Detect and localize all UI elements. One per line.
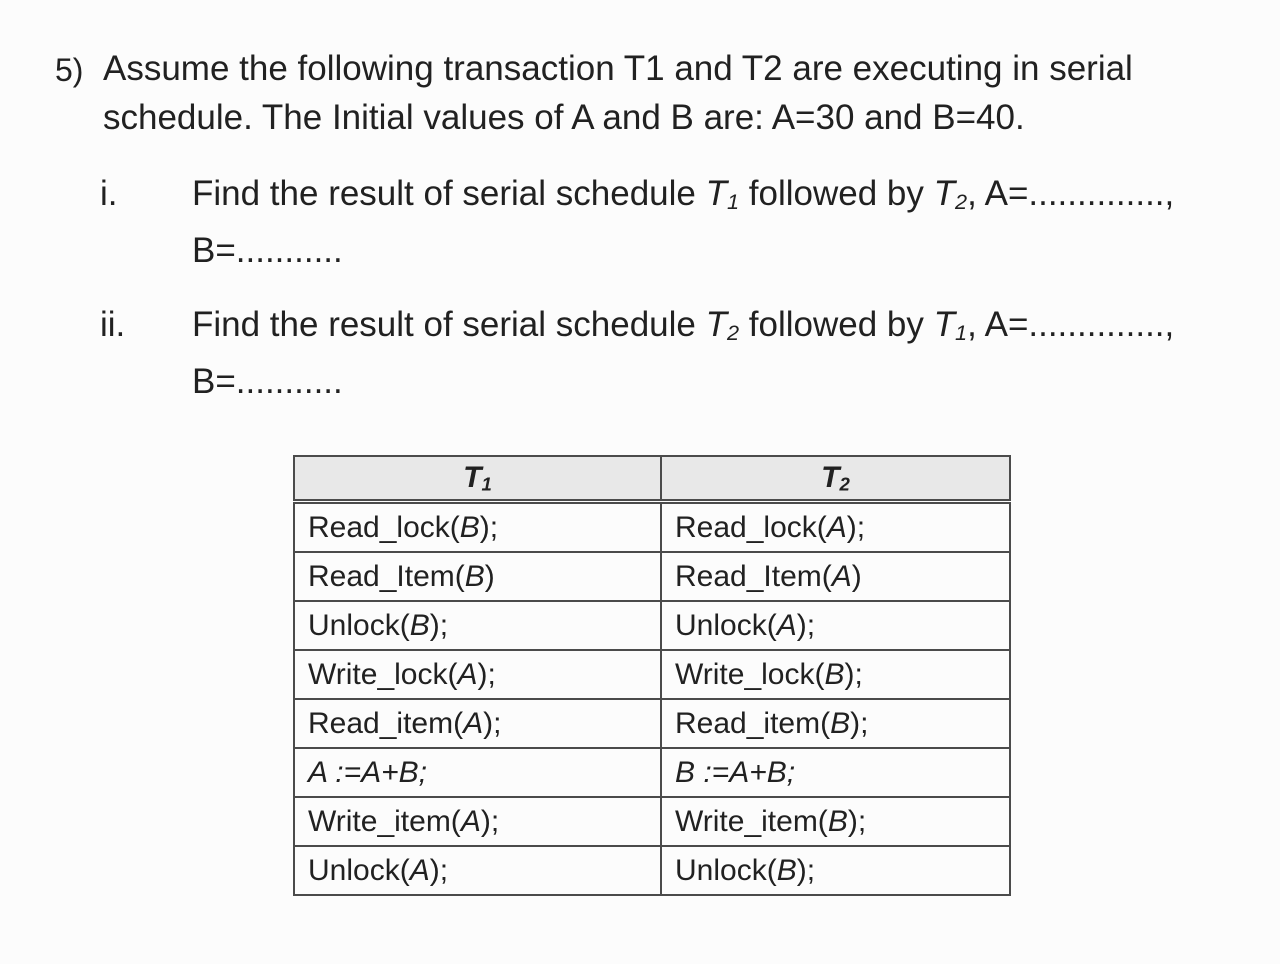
question-text-line-1: Assume the following transaction T1 and …: [103, 49, 1133, 88]
t1-cell: Read_lock(B);: [293, 500, 662, 553]
t2-cell: Unlock(A);: [660, 600, 1011, 651]
t2-cell: Read_item(B);: [660, 698, 1011, 749]
answer-blank-b: B=...........: [192, 230, 343, 270]
t-symbol: T: [705, 305, 727, 344]
question-text-line-2: schedule. The Initial values of A and B …: [103, 98, 1025, 137]
t1-cell: Write_item(A);: [293, 796, 662, 847]
subquestion-i-line-1: Find the result of serial schedule T1 fo…: [192, 174, 1175, 214]
table-header-row: T1 T2: [293, 455, 1011, 504]
t1-cell: Write_lock(A);: [293, 649, 662, 700]
t1-cell: Read_item(A);: [293, 698, 662, 749]
schedule-table: T1 T2 Read_lock(B); Read_lock(A); Read_I…: [293, 455, 1011, 896]
table-row: Read_lock(B); Read_lock(A);: [293, 500, 1011, 553]
subquestion-ii-line-1: Find the result of serial schedule T2 fo…: [192, 305, 1175, 345]
t2-cell: Write_lock(B);: [660, 649, 1011, 700]
table-row: Write_lock(A); Write_lock(B);: [293, 649, 1011, 700]
t1-column-header: T1: [293, 455, 662, 504]
t-symbol: T: [933, 305, 956, 344]
t2-cell: Read_lock(A);: [660, 500, 1011, 553]
t-subscript: 2: [839, 473, 850, 495]
t-symbol: T: [933, 174, 956, 213]
subquestion-i: i. Find the result of serial schedule T1…: [100, 169, 1174, 275]
t1-cell: Unlock(B);: [293, 600, 662, 651]
t-subscript: 1: [481, 473, 492, 495]
answer-blank-a: , A=..............,: [967, 174, 1175, 213]
table-row: Read_item(A); Read_item(B);: [293, 698, 1011, 749]
table-row: Unlock(B); Unlock(A);: [293, 600, 1011, 651]
t-subscript: 1: [727, 188, 740, 214]
t2-cell: B :=A+B;: [660, 747, 1011, 798]
t-symbol: T: [705, 174, 727, 213]
table-row: Write_item(A); Write_item(B);: [293, 796, 1011, 847]
subquestion-ii-marker: ii.: [100, 305, 126, 344]
t2-cell: Read_Item(A): [660, 551, 1011, 602]
answer-blank-a: , A=..............,: [967, 305, 1175, 344]
t1-cell: Unlock(A);: [293, 845, 662, 896]
question-heading: 5) Assume the following transaction T1 a…: [55, 44, 1133, 142]
subquestion-i-text: Find the result of serial schedule T1 fo…: [192, 169, 1174, 275]
answer-blank-b: B=...........: [192, 361, 343, 401]
t2-cell: Unlock(B);: [660, 845, 1011, 896]
table-row: Unlock(A); Unlock(B);: [293, 845, 1011, 896]
t-subscript: 2: [727, 319, 740, 345]
t1-cell: A :=A+B;: [293, 747, 662, 798]
t2-cell: Write_item(B);: [660, 796, 1011, 847]
t2-column-header: T2: [660, 455, 1011, 504]
t-subscript: 1: [955, 319, 968, 345]
question-number: 5): [55, 52, 84, 88]
table-row: Read_Item(B) Read_Item(A): [293, 551, 1011, 602]
subquestion-i-marker: i.: [100, 174, 118, 213]
t-subscript: 2: [955, 188, 968, 214]
subquestion-ii-text: Find the result of serial schedule T2 fo…: [192, 300, 1174, 406]
table-row: A :=A+B; B :=A+B;: [293, 747, 1011, 798]
question-text: Assume the following transaction T1 and …: [103, 44, 1133, 142]
t1-cell: Read_Item(B): [293, 551, 662, 602]
subquestion-ii: ii. Find the result of serial schedule T…: [100, 300, 1174, 406]
